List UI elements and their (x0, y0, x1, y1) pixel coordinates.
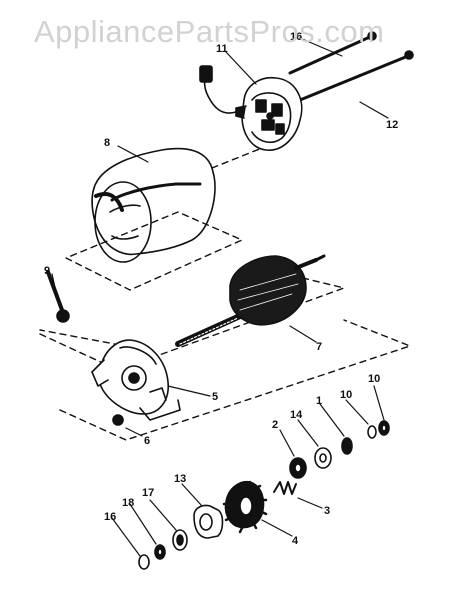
callout-10-b: 10 (368, 373, 380, 385)
motor-frame-housing (91, 147, 216, 263)
ring-part-10b (378, 420, 390, 436)
callout-14: 14 (290, 409, 303, 421)
callout-3: 3 (324, 505, 330, 517)
through-bolt-lower (298, 50, 414, 102)
callout-17: 17 (142, 487, 154, 499)
callout-2: 2 (272, 419, 278, 431)
callout-9: 9 (44, 265, 50, 277)
callout-16-top: 16 (290, 31, 302, 43)
ring-part-18 (154, 544, 166, 560)
callout-7: 7 (316, 341, 322, 353)
spring-part-1 (341, 437, 353, 455)
ring-part-10a (367, 425, 377, 439)
brush-end-cap (199, 65, 303, 151)
callout-13: 13 (174, 473, 186, 485)
callout-labels: 16 11 12 8 9 7 5 6 2 14 1 10 10 13 3 4 1… (44, 31, 398, 547)
leader-lines (51, 37, 389, 557)
pinion-gear-part-4 (222, 480, 268, 534)
drive-end-cap (91, 339, 181, 421)
spring-part-3 (273, 481, 297, 495)
callout-1: 1 (316, 395, 322, 407)
bolt-part-9 (46, 270, 70, 323)
armature-assembly (175, 254, 326, 347)
through-bolt-upper (288, 31, 377, 75)
washer-part-14 (314, 447, 332, 469)
callout-11: 11 (216, 43, 228, 55)
stop-collar-part-13 (193, 504, 224, 539)
callout-4: 4 (292, 535, 299, 547)
callout-12: 12 (386, 119, 398, 131)
collar-part-2 (289, 457, 307, 479)
callout-8: 8 (104, 137, 110, 149)
callout-10-a: 10 (340, 389, 352, 401)
callout-16-bottom: 16 (104, 511, 116, 523)
callout-5: 5 (212, 391, 218, 403)
washer-part-6 (112, 414, 124, 426)
washer-part-17 (172, 529, 188, 551)
callout-6: 6 (144, 435, 150, 447)
clip-part-16 (138, 554, 150, 570)
callout-18: 18 (122, 497, 134, 509)
watermark-text: AppliancePartsPros.com (34, 14, 385, 49)
dashed-assembly-lines (39, 147, 411, 441)
